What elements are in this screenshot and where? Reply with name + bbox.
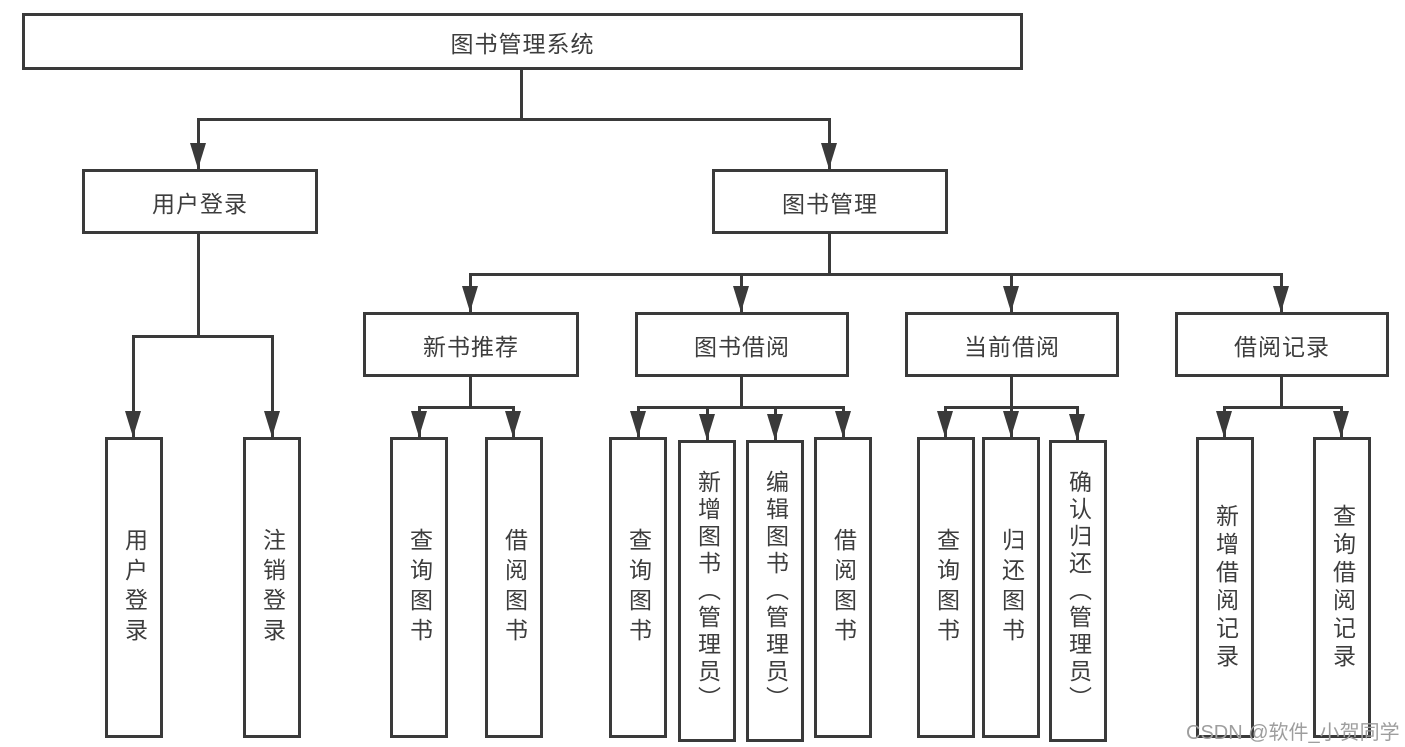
arrow-down-icon [1003, 286, 1019, 312]
arrow-down-icon [1003, 411, 1019, 437]
leaf-borrow-books: 借阅图书 [814, 437, 872, 738]
arrow-down-icon [1069, 414, 1085, 440]
connector-line [520, 69, 523, 118]
leaf-return-books: 归还图书 [982, 437, 1040, 738]
connector-line [132, 335, 274, 338]
connector-line [197, 234, 200, 335]
leaf-user-login: 用户登录 [105, 437, 163, 738]
leaf-add-books-admin: 新增图书（管理员） [678, 440, 736, 742]
node-current-borrowing: 当前借阅 [905, 312, 1119, 377]
leaf-confirm-return-admin: 确认归还（管理员） [1049, 440, 1107, 742]
connector-line [132, 335, 135, 437]
arrow-down-icon [264, 411, 280, 437]
connector-line [197, 118, 831, 121]
connector-line [1280, 377, 1283, 406]
leaf-query-books-recommend: 查询图书 [390, 437, 448, 738]
arrow-down-icon [190, 143, 206, 169]
node-user-login: 用户登录 [82, 169, 318, 234]
connector-line [469, 377, 472, 406]
connector-line [828, 234, 831, 273]
arrow-down-icon [411, 411, 427, 437]
arrow-down-icon [630, 411, 646, 437]
node-root-library-system: 图书管理系统 [22, 13, 1023, 70]
connector-line [418, 406, 515, 409]
leaf-query-books-borrowing: 查询图书 [609, 437, 667, 738]
leaf-query-books-current: 查询图书 [917, 437, 975, 738]
arrow-down-icon [1273, 286, 1289, 312]
connector-line [1010, 377, 1013, 406]
connector-line [637, 406, 844, 409]
leaf-query-borrow-record: 查询借阅记录 [1313, 437, 1371, 738]
arrow-down-icon [1216, 411, 1232, 437]
arrow-down-icon [821, 143, 837, 169]
connector-line [271, 335, 274, 437]
arrow-down-icon [505, 411, 521, 437]
arrow-down-icon [767, 414, 783, 440]
leaf-logout: 注销登录 [243, 437, 301, 738]
arrow-down-icon [733, 286, 749, 312]
connector-line [740, 377, 743, 406]
leaf-add-borrow-record: 新增借阅记录 [1196, 437, 1254, 738]
leaf-borrow-books-recommend: 借阅图书 [485, 437, 543, 738]
node-borrowing-records: 借阅记录 [1175, 312, 1389, 377]
csdn-watermark: CSDN @软件_小贺同学 [1186, 722, 1400, 744]
arrow-down-icon [462, 286, 478, 312]
arrow-down-icon [835, 411, 851, 437]
arrow-down-icon [125, 411, 141, 437]
connector-line [469, 273, 1282, 276]
arrow-down-icon [937, 411, 953, 437]
arrow-down-icon [699, 414, 715, 440]
node-book-management: 图书管理 [712, 169, 948, 234]
leaf-edit-books-admin: 编辑图书（管理员） [746, 440, 804, 742]
arrow-down-icon [1333, 411, 1349, 437]
node-book-borrowing: 图书借阅 [635, 312, 849, 377]
connector-line [1223, 406, 1343, 409]
node-new-book-recommend: 新书推荐 [363, 312, 579, 377]
